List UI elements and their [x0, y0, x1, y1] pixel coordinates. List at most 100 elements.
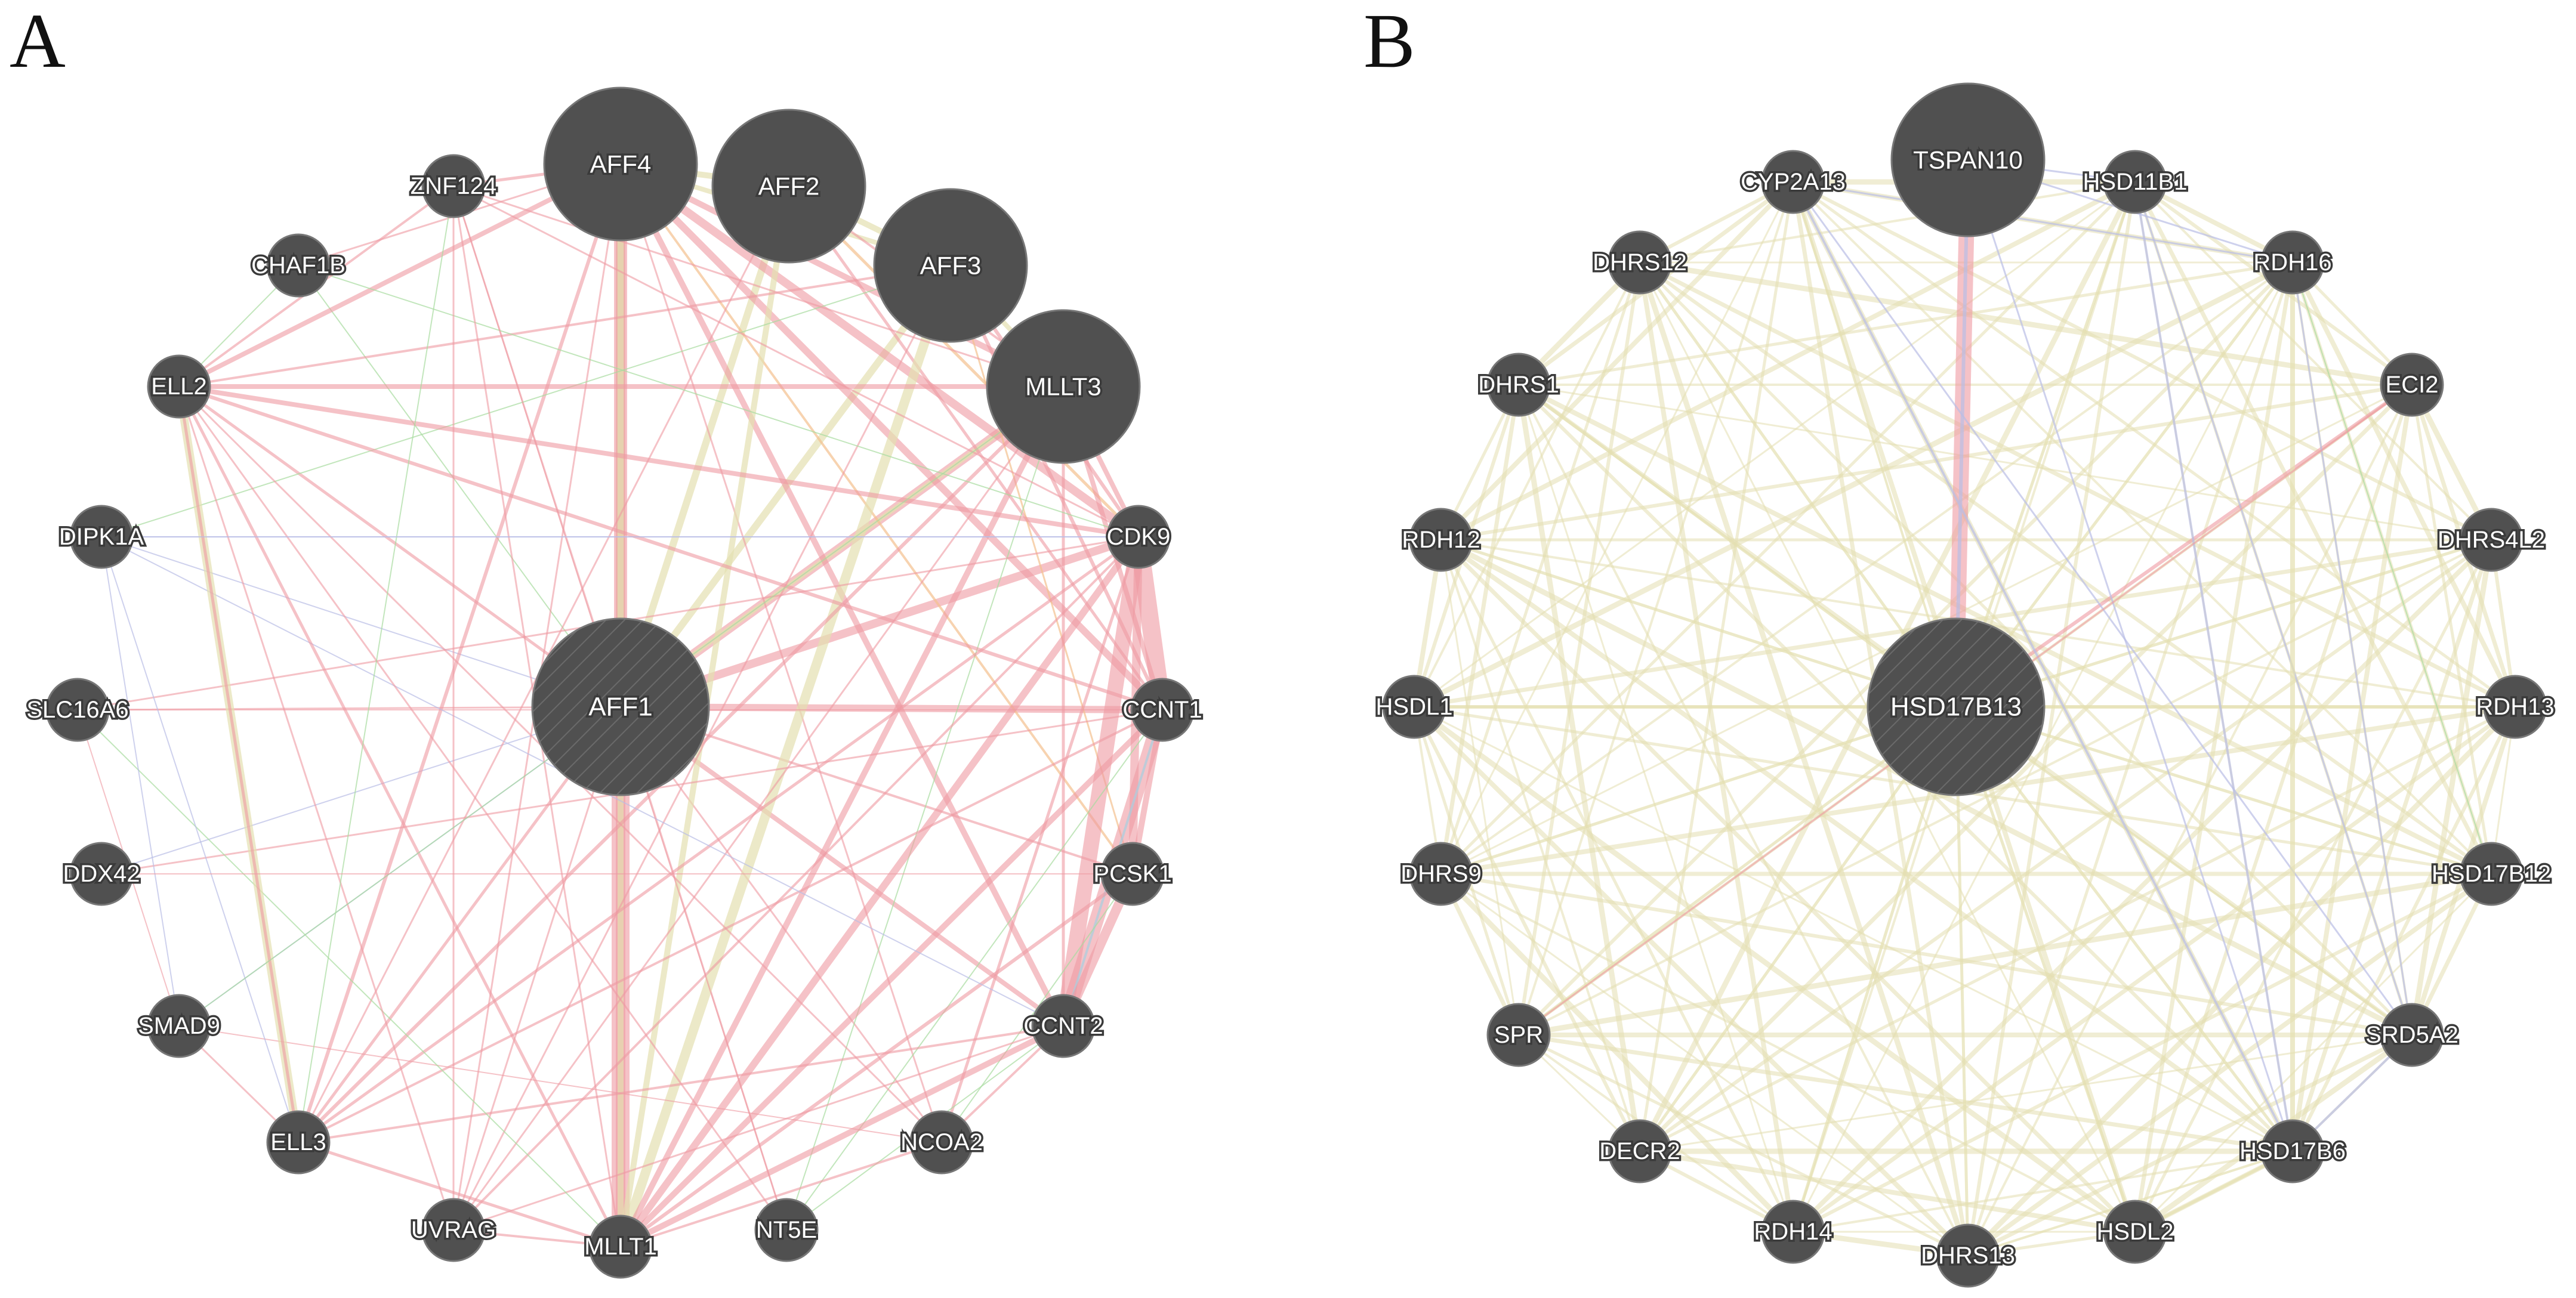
gene-node-circle[interactable] [2459, 508, 2523, 572]
gene-node-circle[interactable] [147, 994, 211, 1058]
gene-node-circle[interactable] [711, 109, 866, 264]
gene-node-hsdl2[interactable]: HSDL2 [2094, 1200, 2176, 1264]
gene-node-circle[interactable] [1867, 617, 2046, 796]
edge-hsd17b6-hsdl1 [1413, 706, 2294, 1152]
gene-node-label: SPR [1494, 1022, 1543, 1048]
gene-node-circle[interactable] [1761, 150, 1825, 214]
edge-rdh16-hsd17b12 [2292, 262, 2492, 874]
gene-node-circle[interactable] [1936, 1223, 2000, 1288]
gene-node-rdh14[interactable]: RDH14 [1752, 1200, 1834, 1264]
edge-cdk9-ccnt2 [1056, 529, 1146, 1034]
gene-node-circle[interactable] [1382, 675, 1446, 739]
gene-node-cdk9[interactable]: CDK9 [1105, 505, 1173, 569]
gene-node-aff1[interactable]: AFF1 [531, 617, 710, 796]
gene-node-cyp2a13[interactable]: CYP2A13 [1739, 150, 1847, 214]
gene-node-smad9[interactable]: SMAD9 [136, 994, 222, 1058]
edge-hsd17b12-cyp2a13 [1792, 181, 2492, 875]
gene-node-circle[interactable] [754, 1198, 819, 1262]
gene-node-circle[interactable] [2380, 1003, 2444, 1067]
gene-node-ell2[interactable]: ELL2 [147, 354, 211, 419]
gene-node-dhrs9[interactable]: DHRS9 [1399, 842, 1483, 906]
gene-node-srd5a2[interactable]: SRD5A2 [2364, 1003, 2460, 1067]
gene-node-spr[interactable]: SPR [1486, 1003, 1551, 1067]
gene-node-hsd17b13[interactable]: HSD17B13 [1867, 617, 2046, 796]
gene-node-rdh12[interactable]: RDH12 [1400, 508, 1482, 572]
edge-srd5a2-decr2 [1639, 1034, 2413, 1152]
gene-node-hsd11b1[interactable]: HSD11B1 [2081, 150, 2189, 214]
gene-node-mllt3[interactable]: MLLT3 [986, 309, 1141, 464]
gene-node-ncoa2[interactable]: NCOA2 [899, 1110, 985, 1175]
gene-node-circle[interactable] [1761, 1200, 1825, 1264]
edge-mllt1-slc16a6 [77, 709, 621, 1247]
gene-node-circle[interactable] [588, 1214, 653, 1279]
gene-node-circle[interactable] [1608, 230, 1672, 295]
gene-node-circle[interactable] [1486, 1003, 1551, 1067]
gene-node-slc16a6[interactable]: SLC16A6 [24, 678, 131, 742]
gene-node-circle[interactable] [1608, 1119, 1672, 1183]
gene-node-circle[interactable] [2380, 353, 2444, 417]
gene-node-circle[interactable] [1031, 994, 1096, 1058]
gene-node-circle[interactable] [1409, 508, 1473, 572]
gene-node-circle[interactable] [2459, 842, 2523, 906]
gene-node-aff2[interactable]: AFF2 [711, 109, 866, 264]
gene-node-ccnt2[interactable]: CCNT2 [1022, 994, 1105, 1058]
gene-node-circle[interactable] [2260, 230, 2325, 295]
gene-node-chaf1b[interactable]: CHAF1B [249, 233, 347, 298]
gene-node-ccnt1[interactable]: CCNT1 [1121, 678, 1204, 742]
gene-node-circle[interactable] [45, 678, 110, 742]
gene-node-circle[interactable] [1100, 842, 1165, 906]
gene-node-tspan10[interactable]: TSPAN10 [1890, 82, 2046, 237]
gene-node-decr2[interactable]: DECR2 [1597, 1119, 1682, 1183]
gene-node-mllt1[interactable]: MLLT1 [582, 1214, 659, 1279]
edge-hsd17b6-rdh14 [1792, 1150, 2294, 1233]
gene-node-circle[interactable] [69, 505, 134, 569]
gene-node-ddx42[interactable]: DDX42 [61, 842, 142, 906]
gene-node-ell3[interactable]: ELL3 [266, 1110, 331, 1175]
gene-node-circle[interactable] [1890, 82, 2046, 237]
gene-node-circle[interactable] [266, 233, 331, 298]
gene-node-circle[interactable] [1409, 842, 1473, 906]
gene-node-hsd17b6[interactable]: HSD17B6 [2238, 1119, 2347, 1183]
edge-ncoa2-mllt1 [619, 1141, 943, 1248]
gene-node-circle[interactable] [543, 86, 698, 242]
gene-node-circle[interactable] [2103, 150, 2167, 214]
gene-node-circle[interactable] [1130, 678, 1195, 742]
gene-node-hsdl1[interactable]: HSDL1 [1374, 675, 1455, 739]
gene-node-circle[interactable] [69, 842, 134, 906]
gene-node-circle[interactable] [1106, 505, 1171, 569]
gene-node-dhrs12[interactable]: DHRS12 [1591, 230, 1689, 295]
gene-node-znf124[interactable]: ZNF124 [408, 154, 499, 218]
gene-node-label: HSD11B1 [2083, 169, 2188, 195]
gene-node-aff3[interactable]: AFF3 [873, 188, 1028, 343]
gene-node-circle[interactable] [531, 617, 710, 796]
gene-node-rdh16[interactable]: RDH16 [2251, 230, 2334, 295]
gene-node-circle[interactable] [873, 188, 1028, 343]
gene-node-circle[interactable] [986, 309, 1141, 464]
gene-node-circle[interactable] [909, 1110, 974, 1175]
gene-node-circle[interactable] [2260, 1119, 2325, 1183]
gene-node-dipk1a[interactable]: DIPK1A [57, 505, 146, 569]
gene-node-dhrs1[interactable]: DHRS1 [1476, 353, 1561, 417]
gene-node-label: SLC16A6 [26, 697, 128, 723]
gene-node-pcsk1[interactable]: PCSK1 [1091, 842, 1174, 906]
gene-node-rdh13[interactable]: RDH13 [2474, 675, 2556, 739]
gene-node-circle[interactable] [2483, 675, 2547, 739]
gene-node-circle[interactable] [147, 354, 211, 419]
gene-node-dhrs13[interactable]: DHRS13 [1919, 1223, 2017, 1288]
gene-node-circle[interactable] [1486, 353, 1551, 417]
gene-node-aff4[interactable]: AFF4 [543, 86, 698, 242]
gene-node-circle[interactable] [2103, 1200, 2167, 1264]
gene-node-hsd17b12[interactable]: HSD17B12 [2429, 842, 2553, 906]
gene-node-label: AFF4 [590, 150, 652, 178]
gene-node-circle[interactable] [421, 1198, 486, 1262]
gene-node-nt5e[interactable]: NT5E [754, 1198, 819, 1262]
gene-node-dhrs4l2[interactable]: DHRS4L2 [2435, 508, 2547, 572]
gene-node-label: CCNT1 [1122, 697, 1202, 723]
gene-node-circle[interactable] [266, 1110, 331, 1175]
edge-aff3-uvrag [452, 264, 952, 1231]
edge-hsd17b13-decr2 [1638, 705, 1958, 1153]
gene-node-uvrag[interactable]: UVRAG [409, 1198, 498, 1262]
gene-node-label: DHRS1 [1478, 372, 1559, 398]
gene-node-circle[interactable] [421, 154, 486, 218]
gene-node-eci2[interactable]: ECI2 [2380, 353, 2444, 417]
